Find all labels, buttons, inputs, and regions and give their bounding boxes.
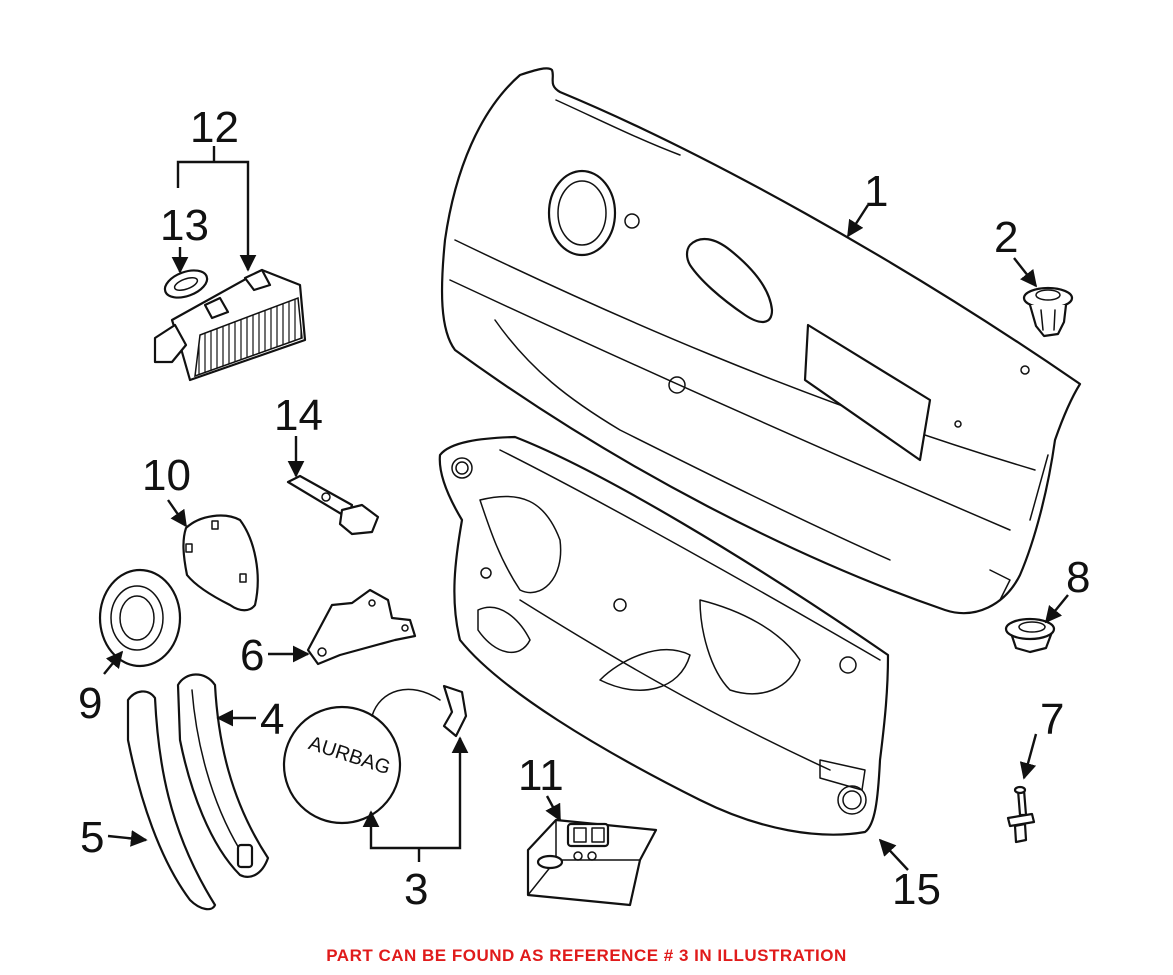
grommet-part-8 (1004, 617, 1056, 654)
callout-5: 5 (80, 813, 104, 862)
bracket-part-14 (286, 474, 380, 536)
callout-6: 6 (240, 631, 264, 680)
callout-9: 9 (78, 679, 102, 728)
callout-10: 10 (142, 451, 191, 500)
callout-12: 12 (190, 103, 239, 152)
screw-part-7 (1006, 785, 1036, 844)
callout-15: 15 (892, 865, 941, 914)
reference-note: PART CAN BE FOUND AS REFERENCE # 3 IN IL… (326, 946, 847, 965)
switch-unit-part-12 (153, 268, 307, 382)
callout-1: 1 (864, 167, 888, 216)
speaker-cover-part-10 (182, 514, 259, 612)
door-trim-panel (440, 67, 1082, 615)
callout-7: 7 (1040, 695, 1064, 744)
callout-14: 14 (274, 391, 323, 440)
callout-2: 2 (994, 213, 1018, 262)
clip-part-2 (1022, 286, 1074, 338)
door-carrier-panel (438, 435, 890, 836)
trim-strip-part-4 (176, 673, 270, 878)
airbag-part-3: AURBAG (282, 684, 468, 825)
bracket-part-6 (306, 588, 417, 666)
callout-13: 13 (160, 201, 209, 250)
callout-4: 4 (260, 695, 284, 744)
speaker-seal-part-9 (98, 568, 182, 668)
callout-numbers: 1 2 3 4 5 6 7 8 9 10 11 12 13 14 15 (78, 103, 1090, 914)
leader-lines (103, 146, 1069, 871)
window-switch-part-11 (526, 818, 658, 907)
callout-3: 3 (404, 865, 428, 914)
callout-11: 11 (518, 751, 564, 800)
trim-strip-part-5 (126, 690, 217, 911)
callout-8: 8 (1066, 553, 1090, 602)
